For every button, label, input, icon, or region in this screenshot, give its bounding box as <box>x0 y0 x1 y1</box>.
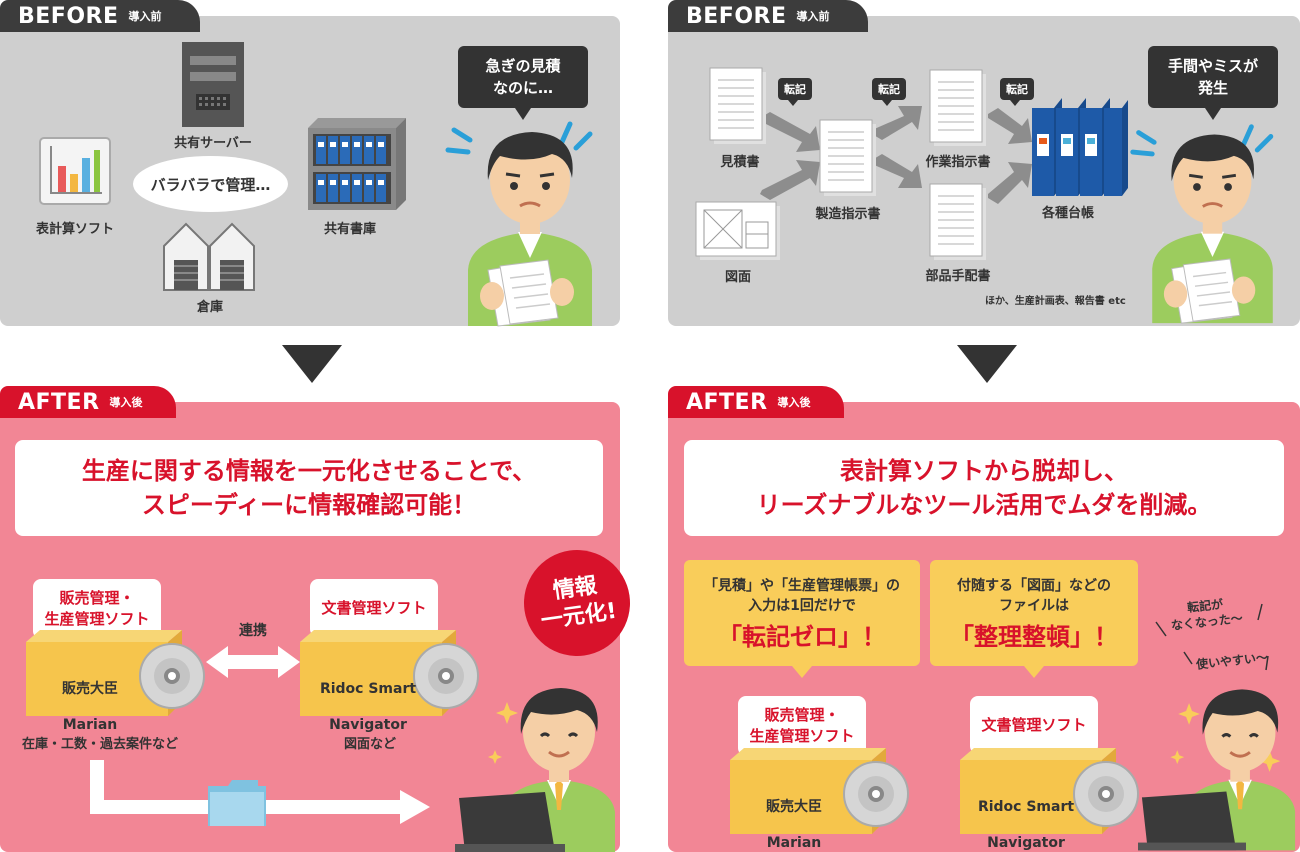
server-label: 共有サーバー <box>174 136 252 151</box>
work-order-label: 作業指示書 <box>925 155 991 170</box>
sales-box-line2: Marian <box>62 717 118 733</box>
doc-box-2-line1: Ridoc Smart <box>977 799 1075 815</box>
sales-software-box-label-2: 販売大臣 Marian <box>738 780 850 852</box>
before-left-tab-subtitle: 導入前 <box>128 10 162 23</box>
transfer-tag-1: 転記 <box>778 78 812 106</box>
before-left-tab: BEFORE 導入前 <box>0 0 200 32</box>
after-right-tab: AFTER 導入後 <box>668 386 844 418</box>
after-left-headline: 生産に関する情報を一元化させることで、 スピーディーに情報確認可能！ <box>15 440 603 536</box>
warehouse-icon <box>163 222 255 291</box>
sales-soft-title-2-line2: 生産管理ソフト <box>749 727 855 745</box>
down-arrow-left <box>282 345 342 383</box>
server-icon <box>182 42 244 127</box>
after-left-headline-line1: 生産に関する情報を一元化させることで、 <box>81 457 537 485</box>
after-left-headline-line2: スピーディーに情報確認可能！ <box>141 491 477 519</box>
data-flow-arrow <box>90 760 430 824</box>
manufacturing-order-label: 製造指示書 <box>815 207 881 222</box>
zero-transfer-line1: 「見積」や「生産管理帳票」の <box>704 578 900 594</box>
link-double-arrow <box>206 646 300 678</box>
link-label: 連携 <box>239 623 267 639</box>
scattered-management-oval: バラバラで管理… <box>133 156 288 212</box>
footnote: ほか、生産計画表、報告書 etc <box>985 296 1126 307</box>
drawing-document-icon <box>695 201 780 260</box>
sales-box-2-line2: Marian <box>766 835 822 851</box>
happy-man-laptop-illustration <box>455 688 615 852</box>
doc-box-line1: Ridoc Smart <box>319 681 417 697</box>
estimate-document-icon <box>709 67 766 144</box>
zero-transfer-callout: 「見積」や「生産管理帳票」の 入力は1回だけで 「転記ゼロ」！ <box>684 560 920 678</box>
organized-callout: 付随する「図面」などの ファイルは 「整理整頓」！ <box>930 560 1138 678</box>
ledgers-label: 各種台帳 <box>1041 206 1094 221</box>
after-right-tab-subtitle: 導入後 <box>777 396 811 409</box>
down-arrow-right <box>957 345 1017 383</box>
bookshelf-icon <box>308 118 406 210</box>
after-left-tab-subtitle: 導入後 <box>109 396 143 409</box>
estimate-label: 見積書 <box>720 155 760 170</box>
doc-soft-title-2: 文書管理ソフト <box>981 715 1087 734</box>
sales-management-software-title: 販売管理・ 生産管理ソフト <box>33 579 161 639</box>
drawing-label: 図面 <box>724 270 751 285</box>
document-management-software-title-2: 文書管理ソフト <box>970 696 1098 754</box>
zero-transfer-line2: 入力は1回だけで <box>748 598 856 614</box>
document-software-box-icon <box>300 630 479 716</box>
after-right-tab-title: AFTER <box>686 389 768 415</box>
sales-software-caption: 在庫・工数・過去案件など <box>21 737 178 752</box>
sales-box-2-line1: 販売大臣 <box>766 799 822 815</box>
document-software-box-label: Ridoc Smart Navigator <box>306 662 430 734</box>
before-left-tab-title: BEFORE <box>18 3 119 29</box>
ledgers-binder-icon <box>1032 98 1128 196</box>
after-right-headline-line1: 表計算ソフトから脱却し、 <box>840 457 1128 485</box>
sales-box-line1: 販売大臣 <box>62 681 118 697</box>
zero-transfer-emphasis: 「転記ゼロ」！ <box>718 623 886 651</box>
document-software-box-label-2: Ridoc Smart Navigator <box>964 780 1088 852</box>
after-right-headline-line2: リーズナブルなツール活用でムダを削減。 <box>756 491 1212 519</box>
spreadsheet-label: 表計算ソフト <box>35 222 114 237</box>
sales-management-software-title-2: 販売管理・ 生産管理ソフト <box>738 696 866 756</box>
voice-marks <box>1155 603 1269 671</box>
document-flow-arrows <box>760 106 1032 204</box>
document-software-caption: 図面など <box>343 737 396 752</box>
transfer-tag-3: 転記 <box>1000 78 1034 106</box>
manufacturing-order-document-icon <box>819 119 876 196</box>
sales-soft-title-line1: 販売管理・ <box>59 589 135 607</box>
sales-software-box-icon <box>26 630 205 716</box>
worried-man-illustration <box>445 121 593 327</box>
before-right-tab-title: BEFORE <box>686 3 787 29</box>
doc-soft-title: 文書管理ソフト <box>321 598 427 617</box>
work-order-document-icon <box>929 69 986 146</box>
happy-man-laptop-illustration-2 <box>1138 689 1296 851</box>
sales-software-box-icon-2 <box>730 748 909 834</box>
doc-box-2-line2: Navigator <box>987 835 1065 851</box>
doc-box-line2: Navigator <box>329 717 407 733</box>
parts-order-document-icon <box>929 183 986 260</box>
before-right-tab: BEFORE 導入前 <box>668 0 868 32</box>
document-management-software-title: 文書管理ソフト <box>310 579 438 637</box>
sales-soft-title-2-line1: 販売管理・ <box>764 706 840 724</box>
before-right-speech-bubble: 手間やミスが 発生 <box>1148 46 1278 120</box>
organized-emphasis: 「整理整頓」！ <box>950 623 1118 651</box>
folder-icon <box>208 780 266 826</box>
spreadsheet-chart-icon <box>39 137 111 205</box>
transfer-tag-2: 転記 <box>872 78 906 106</box>
before-left-speech-bubble: 急ぎの見積 なのに… <box>458 46 588 120</box>
worried-man-illustration-2 <box>1130 124 1274 324</box>
after-left-tab-title: AFTER <box>18 389 100 415</box>
after-right-headline: 表計算ソフトから脱却し、 リーズナブルなツール活用でムダを削減。 <box>684 440 1284 536</box>
unified-badge-line2: 一元化! <box>539 598 619 635</box>
after-left-tab: AFTER 導入後 <box>0 386 176 418</box>
before-right-tab-subtitle: 導入前 <box>796 10 830 23</box>
sales-software-box-label: 販売大臣 Marian <box>34 662 146 734</box>
sales-soft-title-line2: 生産管理ソフト <box>44 610 150 628</box>
organized-line2: ファイルは <box>999 598 1069 614</box>
scattered-management-text: バラバラで管理… <box>150 175 271 194</box>
warehouse-label: 倉庫 <box>196 300 223 315</box>
bookshelf-label: 共有書庫 <box>323 222 376 237</box>
parts-order-label: 部品手配書 <box>925 269 991 284</box>
document-software-box-icon-2 <box>960 748 1139 834</box>
organized-line1: 付随する「図面」などの <box>957 578 1111 594</box>
